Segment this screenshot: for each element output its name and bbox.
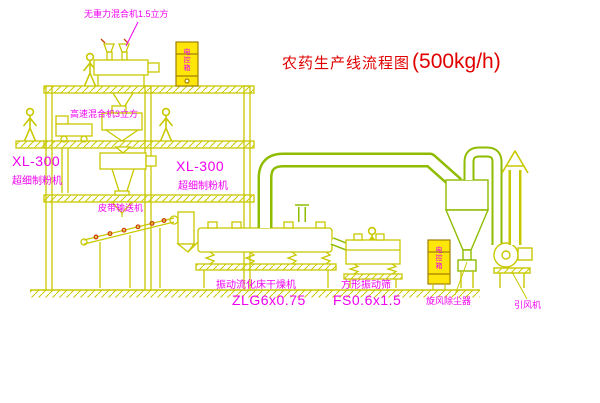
ground-line (30, 289, 480, 298)
square-vibrating-sieve (343, 233, 403, 288)
spring (204, 251, 216, 265)
exhaust-stack (501, 150, 529, 245)
spring (244, 251, 256, 265)
label-high-speed-mixer: 高速混合机3立方 (70, 109, 139, 119)
mixer-inlet-marks (100, 38, 129, 44)
worker-icon (22, 107, 38, 142)
label-sieve-model: FS0.6x1.5 (333, 292, 402, 308)
label-dryer-model: ZLG6x0.75 (232, 292, 306, 308)
control-box-lower (427, 239, 451, 290)
control-box-upper (175, 41, 199, 87)
high-speed-mixer (101, 105, 143, 142)
label-control-box-upper: 电控箱 (183, 48, 190, 72)
building-structure (15, 85, 255, 291)
label-belt-conveyor: 皮带输送机 (98, 203, 144, 213)
label-mill-left-model: XL-300 (12, 153, 61, 169)
spring (320, 251, 332, 265)
mill-left (55, 115, 93, 193)
label-cyclone: 旋风除尘器 (426, 296, 472, 306)
spring (385, 263, 398, 275)
main-exhaust-duct (257, 152, 462, 228)
spring (347, 263, 360, 275)
fluid-bed-dryer (195, 221, 337, 288)
dryer-vent-stub (295, 204, 309, 222)
induced-draft-fan (493, 242, 533, 288)
cyclone-dust-collector (444, 179, 490, 288)
diagram-title-capacity: (500kg/h) (412, 50, 501, 73)
label-control-box-lower: 电控箱 (435, 246, 442, 270)
belt-conveyor (80, 215, 179, 288)
dryer-feeder (176, 211, 200, 253)
diagram-title-text: 农药生产线流程图 (282, 54, 411, 72)
gravity-free-mixer (93, 38, 160, 113)
label-sieve-name: 方形振动筛 (341, 280, 391, 291)
worker-icon (158, 107, 174, 142)
spring (286, 251, 298, 265)
label-mill-center-model: XL-300 (176, 158, 225, 174)
label-fan: 引风机 (514, 300, 542, 310)
cyclone-to-fan-duct (463, 146, 503, 245)
label-mill-center-name: 超细制粉机 (178, 181, 228, 192)
label-gravity-free-mixer: 无重力混合机1.5立方 (84, 9, 169, 19)
conveyor-rollers (93, 218, 167, 240)
mill-center (99, 146, 157, 217)
label-mill-left-name: 超细制粉机 (12, 176, 62, 187)
diagram-title: 农药生产线流程图 (500kg/h) (282, 50, 501, 74)
leader-lines (125, 21, 528, 300)
label-dryer-name: 振动流化床干燥机 (216, 280, 296, 291)
